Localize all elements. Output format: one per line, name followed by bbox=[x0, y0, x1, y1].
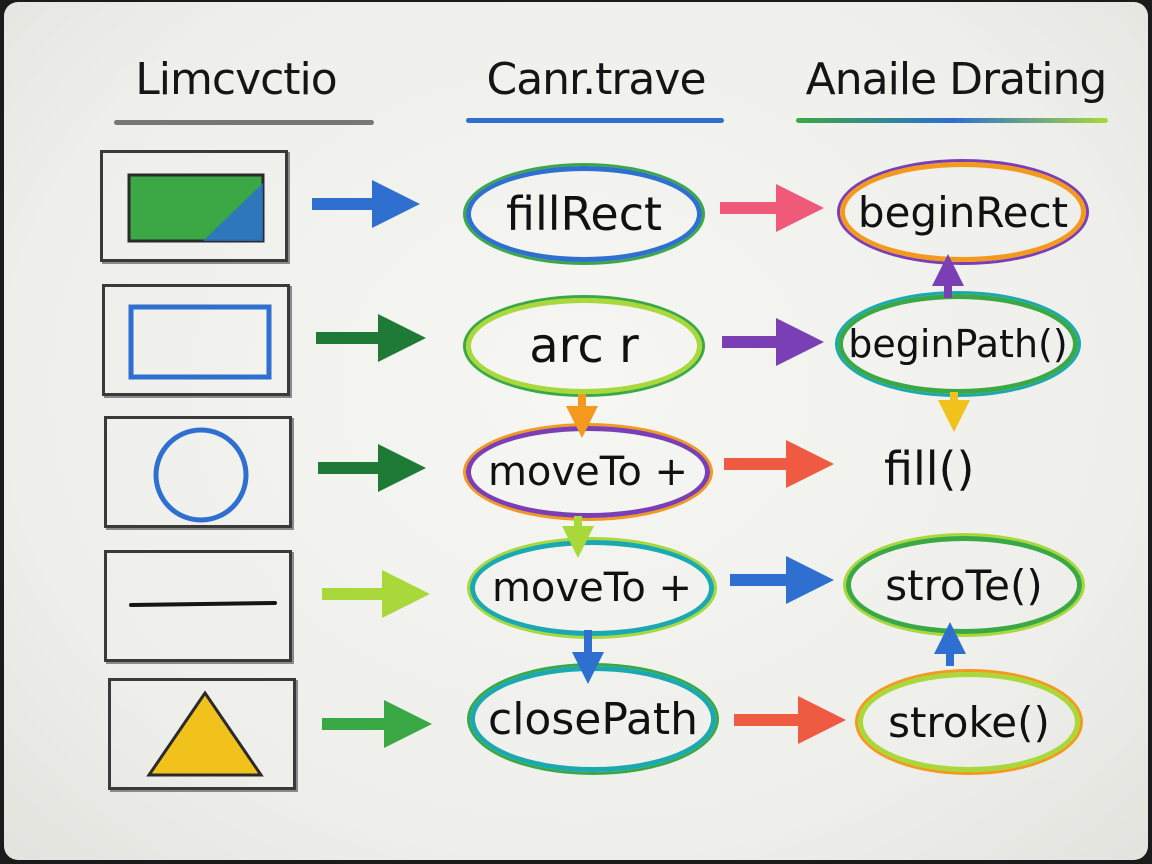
shape-box-filled-rect bbox=[100, 150, 288, 262]
drawing-beginrect: beginRect bbox=[840, 162, 1086, 262]
whiteboard: Limcvctio Canr.trave Anaile Drating fill… bbox=[4, 2, 1148, 860]
method-closepath: closePath bbox=[470, 666, 716, 772]
drawing-fill: fill() bbox=[884, 442, 975, 496]
header-underline bbox=[796, 118, 1108, 123]
shape-box-circle bbox=[104, 416, 292, 528]
method-fillrect: fillRect bbox=[466, 166, 702, 262]
method-arc: arc r bbox=[466, 298, 702, 394]
shape-box-line bbox=[104, 550, 292, 662]
triangle-icon bbox=[146, 690, 264, 777]
header-canvas-methods: Canr.trave bbox=[486, 54, 706, 105]
drawing-stroke-2: stroke() bbox=[858, 672, 1080, 772]
method-moveto-1: moveTo + bbox=[466, 426, 710, 518]
drawing-beginpath: beginPath() bbox=[838, 294, 1078, 394]
line-icon bbox=[129, 601, 277, 607]
stroked-rect-icon bbox=[128, 304, 272, 380]
method-moveto-2: moveTo + bbox=[470, 540, 714, 636]
circle-icon bbox=[153, 427, 249, 523]
header-shapes: Limcvctio bbox=[135, 54, 337, 105]
shape-box-stroked-rect bbox=[102, 284, 290, 396]
header-drawing: Anaile Drating bbox=[805, 54, 1108, 105]
filled-rect-icon bbox=[127, 173, 265, 243]
shape-box-triangle bbox=[108, 678, 296, 790]
header-underline bbox=[114, 120, 374, 125]
header-underline bbox=[466, 118, 724, 123]
drawing-stroke-1: stroTe() bbox=[846, 536, 1082, 634]
